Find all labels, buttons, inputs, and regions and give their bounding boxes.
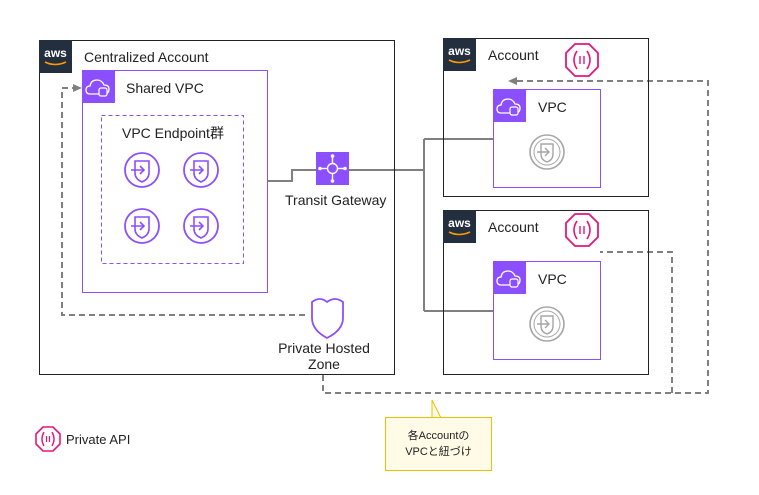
aws-logo: aws [443, 38, 476, 71]
callout-line1: 各Accountの [407, 430, 470, 442]
account-2-box [443, 210, 649, 375]
centralized-account-title: Centralized Account [84, 49, 209, 65]
account-1-title: Account [488, 47, 539, 63]
legend-private-api-label: Private API [66, 432, 131, 447]
private-api-icon [565, 213, 599, 247]
dns-association-lines [61, 80, 709, 394]
shared-vpc-box [82, 70, 268, 293]
centralized-account-box [39, 40, 395, 375]
arrow-head-shared [73, 84, 82, 92]
account-2-title: Account [488, 219, 539, 235]
vpc-cloud-icon [493, 89, 526, 122]
private-hosted-zone-label-line1: Private Hosted [278, 340, 370, 356]
endpoint-group-label: VPC Endpoint群 [122, 125, 224, 141]
interface-endpoint-icon [529, 134, 565, 170]
private-api-legend-icon [35, 426, 61, 452]
private-hosted-zone-icon [311, 298, 344, 340]
transit-gateway-label: Transit Gateway [285, 192, 387, 208]
svg-text:aws: aws [448, 216, 471, 230]
account-1-box [443, 38, 649, 197]
account-2-vpc-box [493, 261, 601, 360]
account-1-vpc-box [493, 89, 601, 188]
network-connectors [267, 138, 494, 312]
callout-pointer [431, 399, 442, 419]
aws-logo: aws [443, 210, 476, 243]
vpc-endpoint-icon [124, 152, 160, 188]
vpc-endpoint-icon [124, 208, 160, 244]
private-api-icon [565, 43, 599, 77]
account-2-vpc-label: VPC [538, 271, 567, 287]
account-1-vpc-label: VPC [538, 99, 567, 115]
vpc-cloud-icon [493, 261, 526, 294]
vpc-endpoint-icon [183, 152, 219, 188]
endpoint-group-box [101, 115, 244, 264]
vpc-cloud-icon [82, 70, 115, 103]
callout-line2: VPCと紐づけ [405, 446, 472, 458]
svg-text:aws: aws [448, 44, 471, 58]
vpc-endpoint-icon [183, 208, 219, 244]
aws-logo: aws [39, 40, 72, 73]
shared-vpc-label: Shared VPC [126, 80, 204, 96]
shared-vpc-to-tgw-link [267, 169, 316, 182]
association-callout: 各Accountの VPCと紐づけ [385, 417, 492, 471]
phz-to-accounts-dashed [322, 80, 709, 394]
transit-gateway-icon [316, 152, 349, 185]
phz-to-shared-vpc-dashed [61, 87, 305, 316]
arrow-head-account1 [508, 77, 517, 85]
phz-to-account2-dashed [600, 251, 673, 393]
private-hosted-zone-label-line2: Zone [308, 356, 340, 372]
aws-logo-text: aws [44, 46, 67, 60]
interface-endpoint-icon [529, 306, 565, 342]
